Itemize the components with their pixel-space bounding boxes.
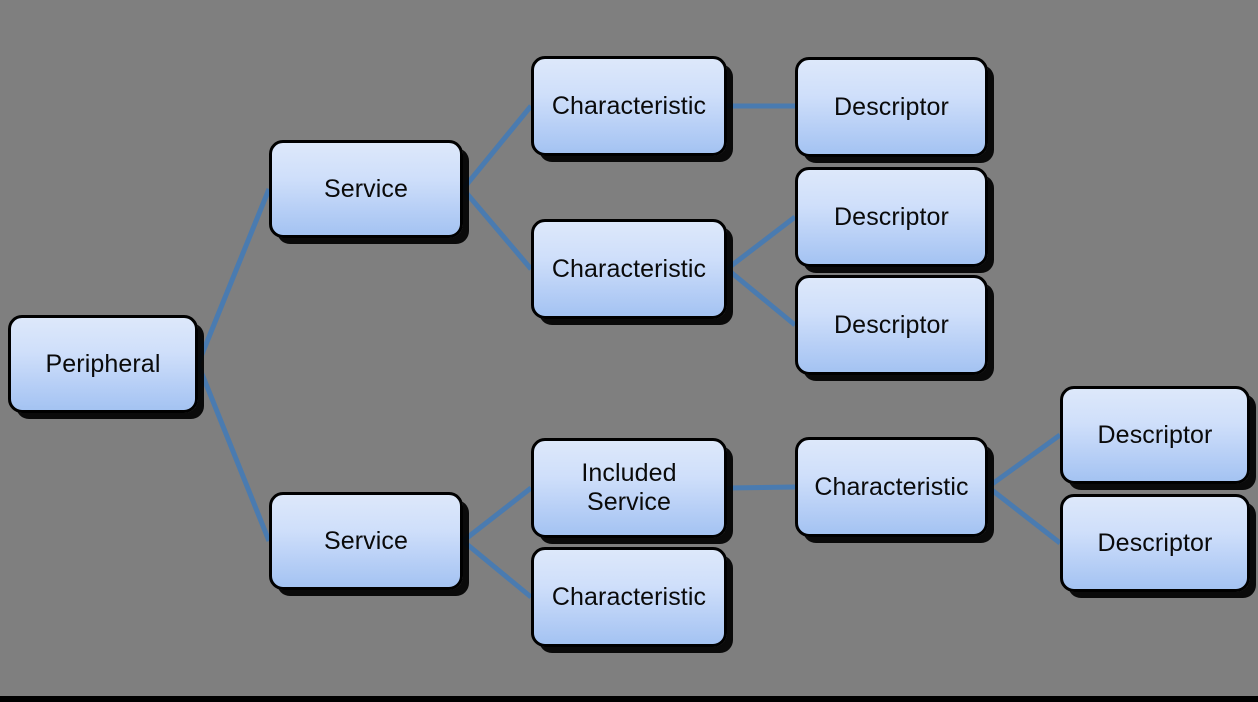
- node-label: Service: [323, 174, 409, 203]
- node-label: Service: [323, 526, 409, 555]
- node-label: Descriptor: [834, 202, 949, 231]
- node-label: Descriptor: [1097, 528, 1213, 557]
- node-char-1[interactable]: Characteristic: [531, 56, 727, 156]
- node-char-2[interactable]: Characteristic: [531, 219, 727, 319]
- node-service-top[interactable]: Service: [269, 140, 463, 238]
- node-char-3[interactable]: Characteristic: [795, 437, 988, 537]
- node-label: Characteristic: [551, 254, 707, 283]
- node-label: Descriptor: [834, 310, 949, 339]
- node-label: Characteristic: [814, 472, 969, 501]
- node-desc-2[interactable]: Descriptor: [795, 167, 988, 267]
- node-label: Peripheral: [45, 349, 161, 378]
- node-desc-1[interactable]: Descriptor: [795, 57, 988, 157]
- node-desc-3[interactable]: Descriptor: [795, 275, 988, 375]
- node-char-4[interactable]: Characteristic: [531, 547, 727, 647]
- node-label: Descriptor: [834, 92, 949, 121]
- node-label: Included Service: [581, 459, 677, 516]
- node-label: Characteristic: [551, 582, 707, 611]
- node-included-service[interactable]: Included Service: [531, 438, 727, 538]
- node-peripheral[interactable]: Peripheral: [8, 315, 198, 413]
- node-desc-4[interactable]: Descriptor: [1060, 386, 1250, 484]
- node-service-bottom[interactable]: Service: [269, 492, 463, 590]
- node-label: Descriptor: [1097, 420, 1213, 449]
- node-label: Characteristic: [551, 91, 707, 120]
- node-desc-5[interactable]: Descriptor: [1060, 494, 1250, 592]
